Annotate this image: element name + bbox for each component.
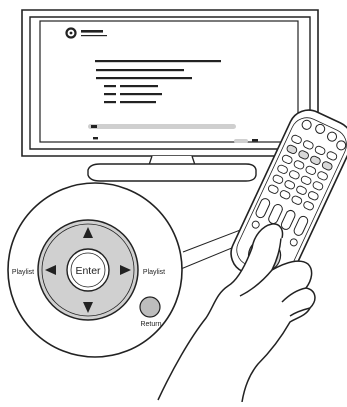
dpad-zoom-callout: Enter Playlist Playlist Return	[8, 183, 193, 372]
menu-footer-mark	[252, 139, 258, 141]
menu-item-value	[120, 85, 158, 87]
menu-footer-mark	[93, 137, 98, 139]
menu-selected-row	[88, 124, 236, 129]
menu-line	[95, 60, 221, 62]
menu-footer-pill	[234, 139, 248, 143]
menu-item-key	[104, 85, 116, 87]
enter-button[interactable]: Enter	[67, 249, 109, 291]
menu-item-key	[104, 101, 116, 103]
menu-title-underline	[81, 35, 107, 36]
menu-line	[96, 69, 184, 71]
menu-title-bar	[81, 30, 103, 33]
tv-stand-base	[88, 164, 256, 181]
playlist-right-label: Playlist	[143, 269, 165, 276]
menu-item-value	[120, 93, 162, 95]
menu-item-key	[104, 93, 116, 95]
return-label: Return	[140, 321, 161, 328]
menu-selected-marker	[91, 125, 97, 128]
return-button[interactable]	[140, 297, 160, 317]
playlist-left-label: Playlist	[12, 269, 34, 276]
menu-line	[96, 77, 192, 79]
menu-item-value	[120, 101, 156, 103]
enter-label: Enter	[75, 265, 101, 277]
tv-screen	[40, 21, 298, 142]
